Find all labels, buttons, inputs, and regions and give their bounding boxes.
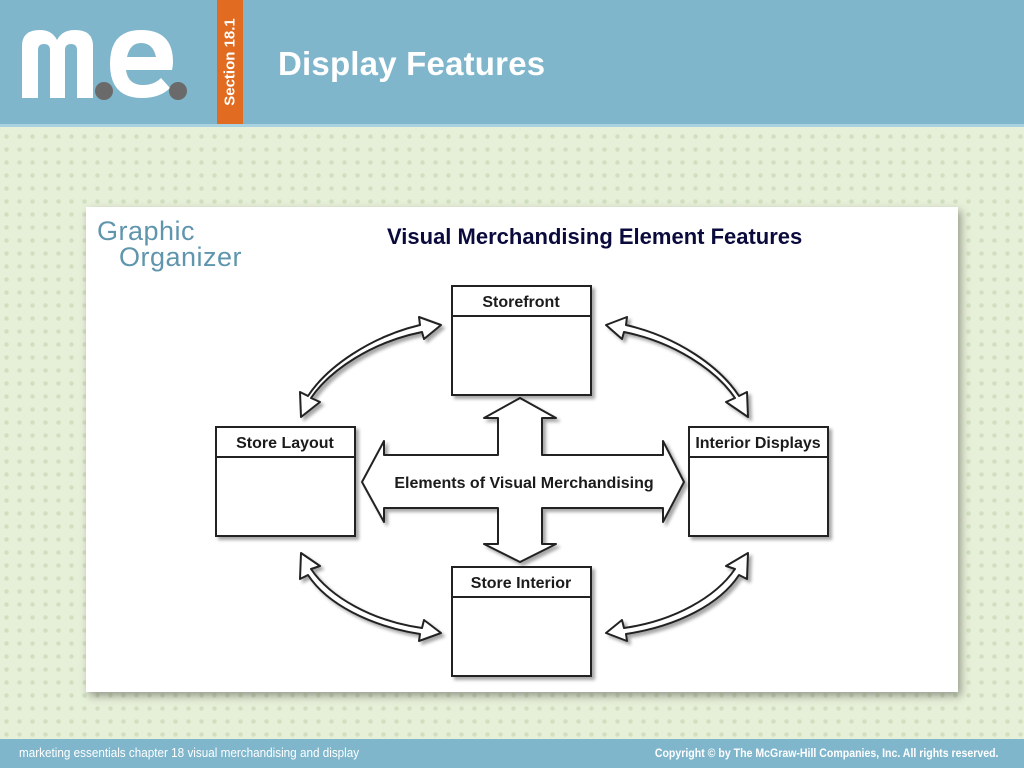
- section-tab: Section 18.1: [217, 0, 243, 124]
- me-logo: [22, 30, 187, 100]
- slide-footer: marketing essentials chapter 18 visual m…: [0, 739, 1024, 768]
- graphic-organizer-label-line2: Organizer: [119, 242, 243, 272]
- footer-course-title: marketing essentials chapter 18 visual m…: [19, 745, 360, 760]
- store-interior-label: Store Interior: [471, 575, 571, 592]
- interior-displays-label: Interior Displays: [695, 435, 820, 452]
- curved-arrow-top-left-icon: [299, 316, 442, 418]
- store-layout-label: Store Layout: [236, 435, 334, 452]
- diagram-title: Visual Merchandising Element Features: [387, 224, 803, 249]
- logo-dot-icon: [95, 82, 113, 100]
- store-interior-box: [451, 566, 592, 677]
- central-cross-arrow-icon: [361, 397, 685, 563]
- center-label: Elements of Visual Merchandising: [394, 475, 653, 492]
- curved-arrow-bottom-left-icon: [299, 552, 442, 642]
- page-title: Display Features: [278, 45, 546, 82]
- interior-displays-box: [688, 426, 829, 537]
- store-layout-box: [215, 426, 356, 537]
- storefront-box: [451, 285, 592, 396]
- curved-arrow-bottom-right-icon: [605, 552, 749, 642]
- storefront-label: Storefront: [482, 294, 560, 311]
- slide-header: Section 18.1 Display Features: [0, 0, 1024, 127]
- graphic-organizer-label-line1: Graphic: [97, 216, 196, 246]
- logo-dot-icon: [169, 82, 187, 100]
- curved-arrow-top-right-icon: [605, 316, 749, 418]
- footer-copyright: Copyright © by The McGraw-Hill Companies…: [654, 746, 998, 760]
